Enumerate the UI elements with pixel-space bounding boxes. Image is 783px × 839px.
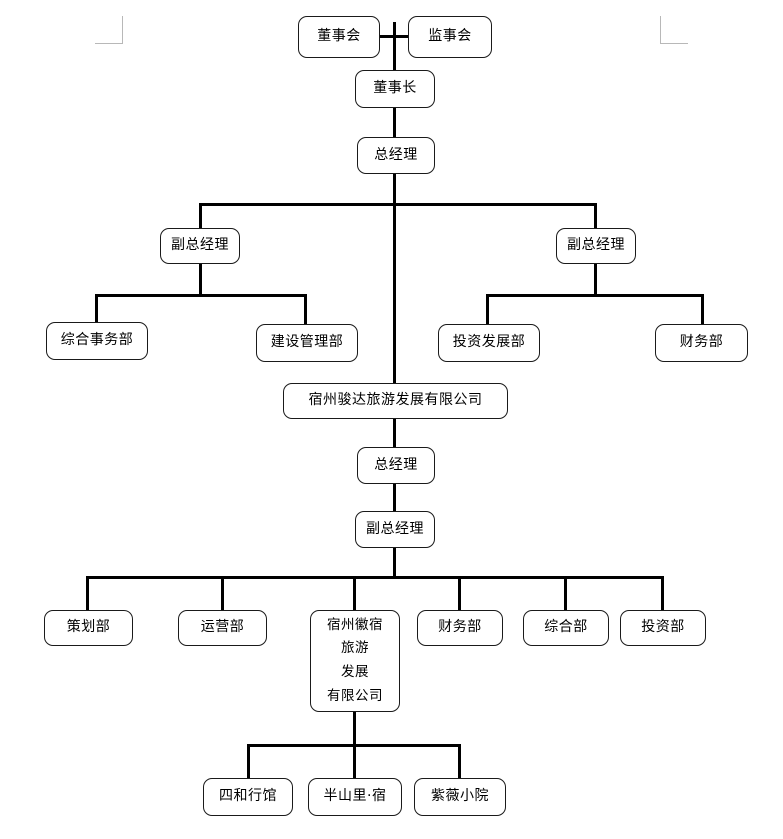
node-investment-department[interactable]: 投资部 <box>620 610 706 646</box>
node-general-manager-subsidiary[interactable]: 总经理 <box>357 447 435 484</box>
connector-drop-general-affairs <box>95 294 98 324</box>
node-deputy-general-manager-subsidiary[interactable]: 副总经理 <box>355 511 435 548</box>
node-deputy-general-manager-left[interactable]: 副总经理 <box>160 228 240 264</box>
page-corner-mark-top-left <box>95 16 123 44</box>
node-huisu-tourism-company[interactable]: 宿州徽宿 旅游 发展 有限公司 <box>310 610 400 712</box>
node-general-department[interactable]: 综合部 <box>523 610 609 646</box>
connector-dgm2-stem <box>393 546 396 578</box>
node-board-of-directors[interactable]: 董事会 <box>298 16 380 58</box>
connector-gm-trunk <box>393 172 396 385</box>
node-general-manager-top[interactable]: 总经理 <box>357 137 435 174</box>
node-general-affairs-department[interactable]: 综合事务部 <box>46 322 148 360</box>
connector-drop-general-dept <box>564 576 567 612</box>
connector-drop-investment-dept <box>661 576 664 612</box>
node-ziwei-yard[interactable]: 紫薇小院 <box>414 778 506 816</box>
node-operations-department[interactable]: 运营部 <box>178 610 267 646</box>
connector-junction-to-chairman <box>393 22 396 72</box>
connector-drop-dgm-left <box>199 203 202 230</box>
connector-drop-banshanli-su <box>353 744 356 780</box>
connector-bar-right-departments <box>486 294 704 297</box>
node-finance-department-bottom[interactable]: 财务部 <box>417 610 503 646</box>
connector-drop-finance-top <box>701 294 704 326</box>
connector-bar-bottom-departments <box>86 576 664 579</box>
connector-drop-planning <box>86 576 89 612</box>
page-corner-mark-top-right <box>660 16 688 44</box>
connector-bar-left-departments <box>95 294 307 297</box>
connector-drop-ziwei-yard <box>458 744 461 780</box>
connector-chairman-to-gm <box>393 106 396 139</box>
node-construction-management-department[interactable]: 建设管理部 <box>256 324 358 362</box>
node-investment-development-department[interactable]: 投资发展部 <box>438 324 540 362</box>
node-deputy-general-manager-right[interactable]: 副总经理 <box>556 228 636 264</box>
connector-drop-operations <box>221 576 224 612</box>
connector-huisu-stem <box>353 710 356 746</box>
node-board-of-supervisors[interactable]: 监事会 <box>408 16 492 58</box>
node-banshanli-su[interactable]: 半山里·宿 <box>308 778 402 816</box>
connector-drop-finance-bottom <box>458 576 461 612</box>
connector-drop-huisu-company <box>353 576 356 612</box>
connector-dgm-right-stem <box>594 262 597 296</box>
connector-bar-deputy-gms <box>199 203 597 206</box>
node-planning-department[interactable]: 策划部 <box>44 610 133 646</box>
connector-drop-sihe-hotel <box>247 744 250 780</box>
node-sihe-hotel[interactable]: 四和行馆 <box>203 778 293 816</box>
connector-gm2-to-dgm2 <box>393 482 396 513</box>
connector-drop-dgm-right <box>594 203 597 230</box>
connector-drop-invest-dev <box>486 294 489 326</box>
node-finance-department-top[interactable]: 财务部 <box>655 324 748 362</box>
connector-dgm-left-stem <box>199 262 202 296</box>
node-junda-tourism-company[interactable]: 宿州骏达旅游发展有限公司 <box>283 383 508 419</box>
connector-junda-to-gm2 <box>393 417 396 449</box>
node-chairman[interactable]: 董事长 <box>355 70 435 108</box>
connector-drop-construction-mgmt <box>304 294 307 326</box>
